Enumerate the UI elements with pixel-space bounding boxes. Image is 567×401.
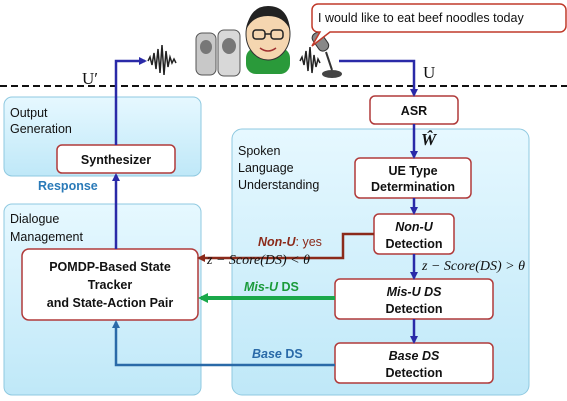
input-arrow [339,59,418,97]
mis-u-ds-label: Mis-U DS [244,280,299,294]
non-u-yes-term: Non-U [258,235,296,249]
output-generation-title-2: Generation [10,122,72,136]
asr-output-symbol: Ŵ [421,130,438,149]
ue-type-label-2: Determination [371,180,455,194]
slu-title-2: Language [238,161,294,175]
sound-wave-icon [299,46,321,74]
condition-greater-label: z − Score(DS) > θ [421,259,525,274]
dialogue-management-title-2: Management [10,230,83,244]
microphone-icon [311,31,342,78]
speakers-icon [195,29,241,77]
sound-wave-icon [147,44,177,76]
non-u-label-1: Non-U [395,220,433,234]
output-generation-title-1: Output [10,106,48,120]
mis-u-label-2: Detection [386,302,443,316]
non-u-yes-suffix: : yes [296,235,322,249]
base-label-1: Base DS [389,349,440,363]
base-ds-arrow [112,320,335,367]
condition-less-label: z − Score(DS) < θ [206,253,310,268]
base-ds-label: Base DS [252,347,303,361]
output-arrow [114,57,147,145]
mis-u-label-1: Mis-U DS [387,285,443,299]
pomdp-label-3: and State-Action Pair [47,296,174,310]
non-u-yes-label: Non-U: yes [258,235,322,249]
slu-title-1: Spoken [238,144,280,158]
input-signal-symbol: U [423,63,435,82]
slu-title-3: Understanding [238,178,319,192]
speech-bubble: I would like to eat beef noodles today [311,3,567,47]
base-label-2: Detection [386,366,443,380]
dialogue-management-title-1: Dialogue [10,212,59,226]
speech-bubble-text: I would like to eat beef noodles today [318,11,524,25]
response-label: Response [38,179,98,193]
pomdp-box [21,248,199,321]
non-u-label-2: Detection [386,237,443,251]
base-ds-term: Base [252,347,282,361]
mis-u-ds-suffix: DS [278,280,299,294]
base-ds-suffix: DS [282,347,303,361]
pomdp-label-2: Tracker [88,278,133,292]
non-u-yes-arrow [197,232,374,262]
output-signal-symbol: U′ [82,69,98,88]
pomdp-label-1: POMDP-Based State [49,260,171,274]
asr-label: ASR [401,104,427,118]
mis-u-ds-term: Mis-U [244,280,279,294]
person-avatar-icon [245,6,291,74]
synthesizer-label: Synthesizer [81,153,151,167]
ue-type-label-1: UE Type [388,164,437,178]
